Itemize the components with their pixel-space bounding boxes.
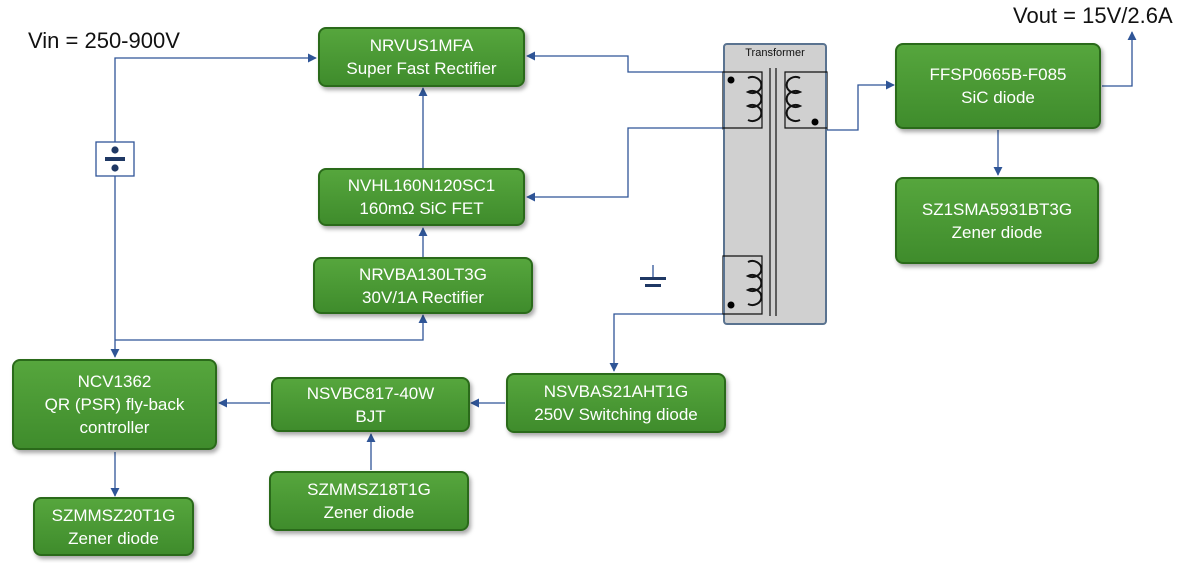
transformer-title: Transformer <box>745 47 805 59</box>
wire-rail-to-nrvba130 <box>115 314 428 341</box>
divider-icon <box>95 141 135 177</box>
block-ffsp0665b-f085: FFSP0665B-F085 SiC diode <box>895 43 1101 129</box>
vin-label: Vin = 250-900V <box>28 28 180 53</box>
block-ncv1362-part: NCV1362 <box>77 372 152 391</box>
block-ffsp0665b-desc: SiC diode <box>961 88 1035 107</box>
block-nrvba130lt3g: NRVBA130LT3G 30V/1A Rectifier <box>313 257 533 314</box>
block-nsvbas21aht1g-desc: 250V Switching diode <box>534 405 698 424</box>
block-nsvbc817-part: NSVBC817-40W <box>306 383 435 403</box>
block-nsvbc817: NSVBC817-40W BJT <box>271 377 470 432</box>
block-nvhl160n120sc1-desc: 160mΩ SiC FET <box>359 199 484 218</box>
block-sz1sma5931bt3g-part: SZ1SMA5931BT3G <box>921 199 1073 219</box>
block-sz1sma5931bt3g: SZ1SMA5931BT3G Zener diode <box>895 177 1099 264</box>
block-szmmsz18t1g-desc: Zener diode <box>323 503 415 522</box>
vout-label: Vout = 15V/2.6A <box>1013 3 1173 28</box>
block-nrvba130lt3g-part: NRVBA130LT3G <box>359 264 487 284</box>
wire-xfmr-to-nrvus1mfa <box>526 51 723 73</box>
block-ncv1362-desc2: controller <box>79 418 150 437</box>
block-szmmsz18t1g-part: SZMMSZ18T1G <box>307 480 431 499</box>
wire-xfmr-to-nvhl160 <box>526 127 723 202</box>
block-nsvbas21aht1g-part: NSVBAS21AHT1G <box>543 382 689 401</box>
block-szmmsz20t1g: SZMMSZ20T1G Zener diode <box>33 497 194 556</box>
block-nrvus1mfa: NRVUS1MFA Super Fast Rectifier <box>318 27 525 87</box>
wire-vin-to-nrvus1mfa <box>114 53 317 150</box>
wire-xfmr-to-ffsp <box>827 80 895 131</box>
block-nsvbc817-desc: BJT <box>355 406 386 426</box>
block-ncv1362: NCV1362 QR (PSR) fly-back controller <box>12 359 217 450</box>
block-nrvba130lt3g-desc: 30V/1A Rectifier <box>362 287 484 307</box>
block-nvhl160n120sc1: NVHL160N120SC1 160mΩ SiC FET <box>318 168 525 226</box>
wire-ffsp-to-vout <box>1102 31 1137 87</box>
transformer: Transformer <box>723 43 827 325</box>
block-sz1sma5931bt3g-desc: Zener diode <box>951 222 1043 242</box>
block-szmmsz20t1g-desc: Zener diode <box>68 528 159 548</box>
block-nsvbas21aht1g: NSVBAS21AHT1G 250V Switching diode <box>506 373 726 433</box>
block-ffsp0665b-part: FFSP0665B-F085 <box>929 65 1067 84</box>
block-nrvus1mfa-part: NRVUS1MFA <box>369 36 474 55</box>
block-ncv1362-desc: QR (PSR) fly-back <box>44 395 185 414</box>
block-nrvus1mfa-desc: Super Fast Rectifier <box>346 59 497 78</box>
block-szmmsz20t1g-part: SZMMSZ20T1G <box>51 505 176 525</box>
block-nvhl160n120sc1-part: NVHL160N120SC1 <box>347 176 496 195</box>
wire-aux-to-nsvbas21 <box>609 313 723 372</box>
block-szmmsz18t1g: SZMMSZ18T1G Zener diode <box>269 471 469 531</box>
ground-icon <box>640 277 666 287</box>
